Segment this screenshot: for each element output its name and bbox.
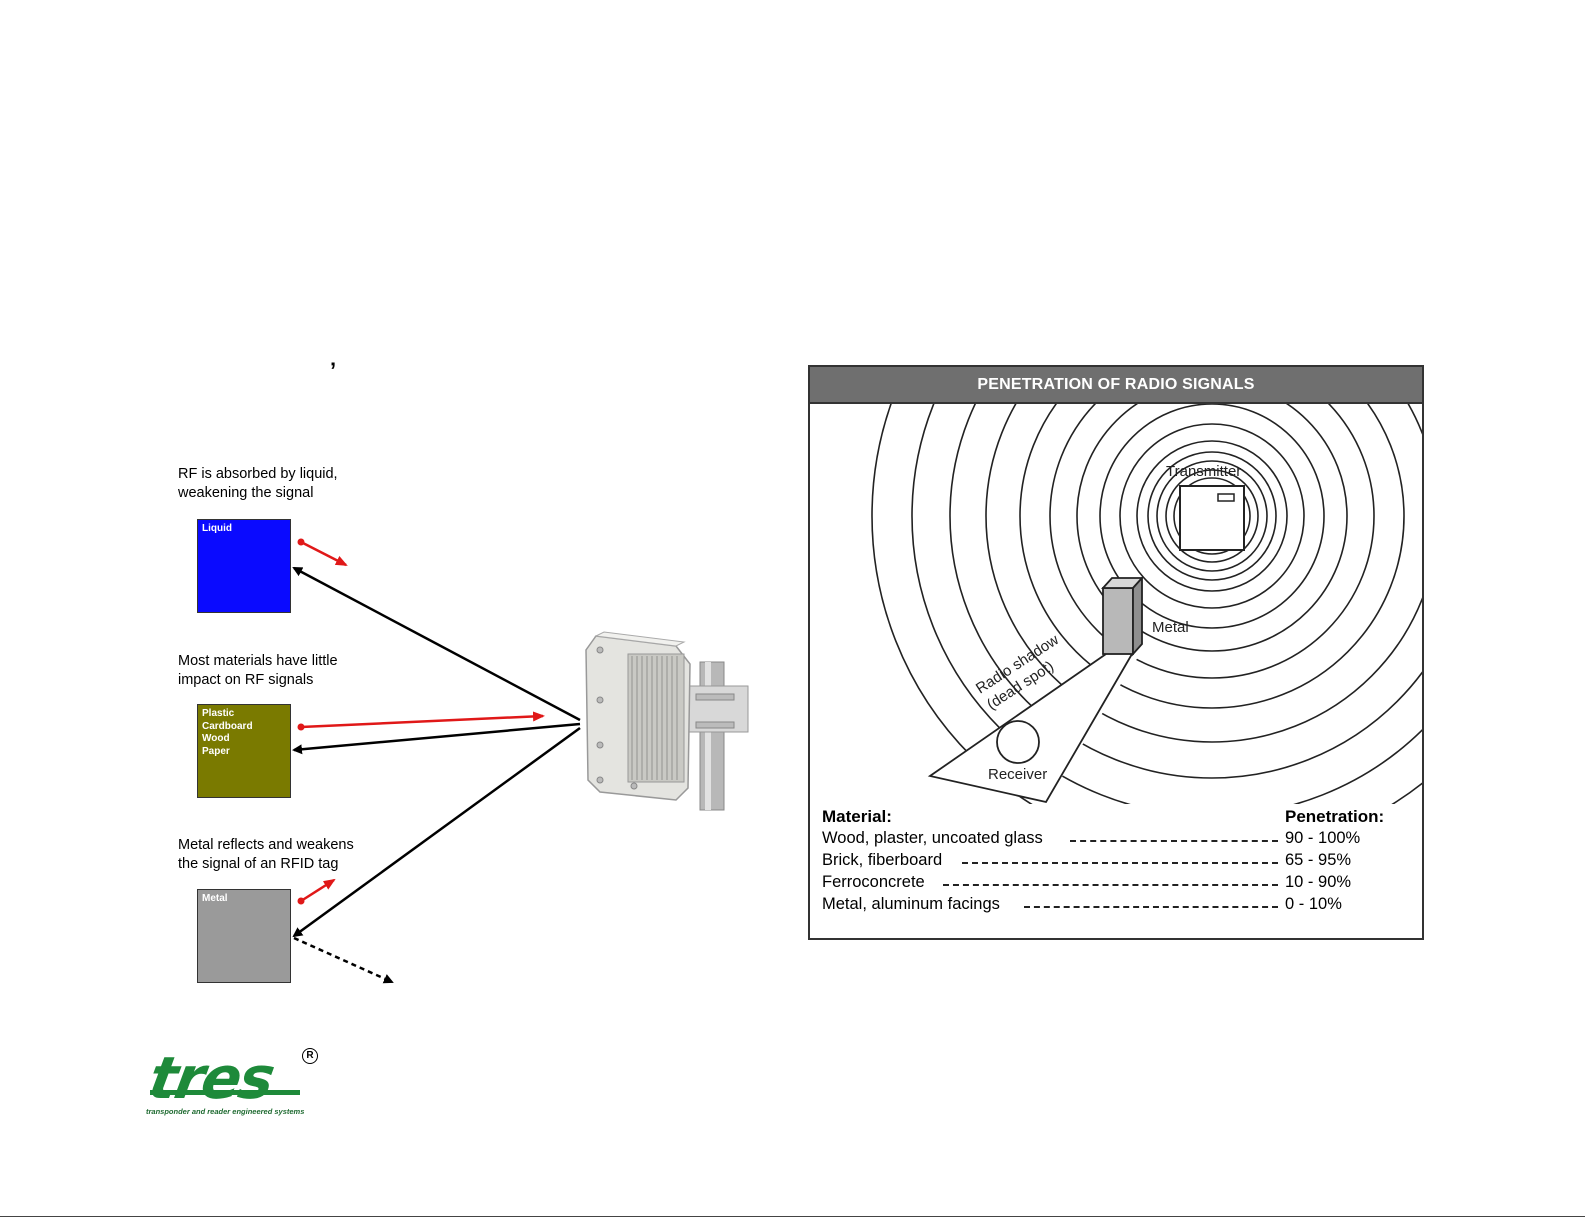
metal-box: Metal bbox=[197, 889, 291, 983]
signal-arrow-to-plastic bbox=[292, 722, 581, 755]
tag-response-plastic bbox=[300, 711, 545, 729]
tres-logo: tres bbox=[144, 1044, 279, 1112]
metal-box-label: Metal bbox=[202, 893, 228, 904]
stroke-mark: ’ bbox=[330, 358, 337, 383]
signal-arrow-to-metal bbox=[292, 726, 581, 938]
transmitter-indicator bbox=[1217, 493, 1235, 502]
rfid-reader-antenna bbox=[585, 631, 749, 811]
panel-title: PENETRATION OF RADIO SIGNALS bbox=[810, 367, 1422, 404]
table-row-material: Wood, plaster, uncoated glass bbox=[822, 829, 1043, 847]
plastic-box-line3: Wood bbox=[202, 733, 230, 744]
metal-label: Metal bbox=[1152, 619, 1189, 636]
caption-liquid-line1: RF is absorbed by liquid, bbox=[178, 466, 338, 482]
radio-waves-diagram: Transmitter Metal Radio shadow (dead spo… bbox=[871, 404, 1422, 804]
logo-underline bbox=[150, 1090, 300, 1095]
plastic-cardboard-box: Plastic Cardboard Wood Paper bbox=[197, 704, 291, 798]
caption-liquid-line2: weakening the signal bbox=[178, 485, 314, 501]
rf-arrows-diagram bbox=[216, 538, 749, 984]
tag-response-liquid bbox=[300, 540, 348, 567]
table-row-penetration: 90 - 100% bbox=[1285, 829, 1361, 847]
receiver-label: Receiver bbox=[988, 766, 1047, 783]
table-header-penetration: Penetration: bbox=[1285, 807, 1385, 826]
table-row-penetration: 0 - 10% bbox=[1285, 895, 1342, 913]
transmitter-label: Transmitter bbox=[1166, 463, 1241, 480]
metal-block bbox=[1100, 575, 1145, 657]
penetration-panel: PENETRATION OF RADIO SIGNALS bbox=[808, 365, 1424, 940]
logo-tagline: transponder and reader engineered system… bbox=[146, 1107, 305, 1116]
table-row-penetration: 10 - 90% bbox=[1285, 873, 1352, 891]
table-row-leader bbox=[1070, 840, 1278, 842]
tag-response-metal bbox=[300, 878, 336, 903]
plastic-box-line4: Paper bbox=[202, 745, 230, 757]
receiver-circle bbox=[996, 720, 1040, 764]
table-row-leader bbox=[962, 862, 1278, 864]
caption-most-line2: impact on RF signals bbox=[178, 672, 314, 688]
table-row-leader bbox=[943, 884, 1278, 886]
plastic-box-line1: Plastic bbox=[202, 708, 235, 719]
liquid-box-label: Liquid bbox=[202, 523, 232, 534]
table-header-material: Material: bbox=[822, 807, 892, 826]
signal-arrow-to-liquid bbox=[292, 566, 581, 722]
table-row-material: Brick, fiberboard bbox=[822, 851, 943, 869]
liquid-box: Liquid bbox=[197, 519, 291, 613]
caption-metal-line2: the signal of an RFID tag bbox=[178, 856, 339, 872]
caption-most-materials: Most materials have little impact on RF … bbox=[178, 652, 338, 690]
table-row-leader bbox=[1024, 906, 1278, 908]
wave-rings bbox=[871, 404, 1422, 804]
caption-metal-line1: Metal reflects and weakens bbox=[178, 837, 354, 853]
bottom-rule bbox=[0, 1216, 1585, 1217]
caption-metal: Metal reflects and weakens the signal of… bbox=[178, 836, 354, 874]
table-row-material: Ferroconcrete bbox=[822, 873, 925, 891]
plastic-box-line2: Cardboard bbox=[202, 720, 253, 732]
table-row-material: Metal, aluminum facings bbox=[822, 895, 1000, 913]
caption-most-line1: Most materials have little bbox=[178, 653, 338, 669]
registered-mark: R bbox=[302, 1048, 318, 1064]
table-row-penetration: 65 - 95% bbox=[1285, 851, 1352, 869]
caption-liquid: RF is absorbed by liquid, weakening the … bbox=[178, 465, 338, 503]
reflected-arrow-metal bbox=[293, 936, 394, 984]
